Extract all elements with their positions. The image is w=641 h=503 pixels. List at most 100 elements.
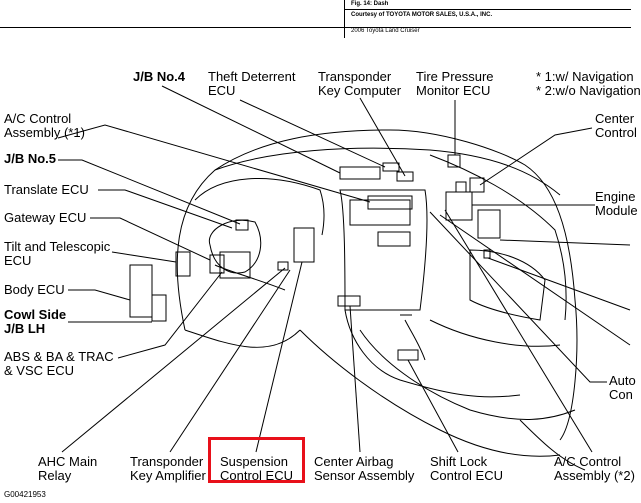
leader-ac-control (57, 124, 371, 203)
shift-lock-block (397, 349, 419, 361)
leader-transponder-amp (169, 269, 291, 453)
label-line: AHC Main (38, 454, 98, 469)
label-line: Con (609, 387, 633, 402)
label-line: Tire Pressure (416, 69, 494, 84)
theft-deterrent-ecu-block (382, 162, 400, 172)
figure-courtesy: Courtesy of TOYOTA MOTOR SALES, U.S.A., … (351, 12, 493, 18)
right-ecu-block (477, 209, 501, 239)
lower-trim (184, 329, 301, 348)
engine-module-block (445, 191, 473, 221)
leader-theft (239, 99, 386, 168)
leader-auto (429, 211, 607, 383)
label-line: & VSC ECU (4, 363, 75, 378)
leader-gateway (90, 217, 211, 261)
steering-column (214, 264, 286, 291)
instrument-cluster-hood (194, 178, 325, 236)
leader-jb-no4 (161, 85, 341, 174)
leader-right-1 (499, 239, 631, 246)
label-line: J/B LH (4, 321, 46, 336)
label-line: Control ECU (430, 468, 503, 483)
leader-suspension (255, 261, 303, 453)
label-translate-ecu: Translate ECU (4, 182, 89, 197)
dash-top-edge (214, 147, 561, 196)
jb-no5-block (367, 195, 413, 210)
leader-translate (98, 189, 233, 229)
label-line: Center (595, 111, 635, 126)
label-line: Shift Lock (430, 454, 488, 469)
steering-wheel (208, 219, 262, 274)
cowl-jb-block (151, 294, 167, 322)
figure-vehicle-model: 2006 Toyota Land Cruiser (351, 28, 420, 34)
shifter (400, 314, 426, 361)
leader-airbag (349, 305, 361, 453)
label-line: Engine (595, 189, 636, 204)
gateway-ecu-block (209, 254, 225, 274)
jb-no4-block (339, 166, 381, 180)
label-jb-no4: J/B No.4 (133, 69, 186, 84)
airbag-sensor-block (337, 295, 361, 307)
leader-right-3 (439, 214, 631, 346)
leader-lines (57, 85, 631, 453)
leader-ac-control2 (444, 209, 593, 453)
floor-line (299, 329, 561, 457)
label-line: Assembly (*1) (4, 125, 85, 140)
glovebox (469, 249, 546, 321)
label-line: Transponder (318, 69, 392, 84)
header-rule (345, 27, 631, 28)
passenger-dash (429, 154, 567, 321)
leader-tilt (111, 251, 177, 263)
label-notes: * 1:w/ Navigation* 2:w/o Navigation (536, 70, 641, 98)
leader-shiftlock (407, 359, 459, 453)
label-line: Relay (38, 468, 72, 483)
label-line: Monitor ECU (416, 83, 491, 98)
leader-center-control (479, 127, 593, 186)
transponder-key-computer-block (396, 171, 414, 182)
suspension-ecu-block (293, 227, 315, 263)
label-line: Control (595, 125, 637, 140)
label-line: Key Amplifier (130, 468, 206, 483)
label-line: Cowl Side (4, 307, 67, 322)
label-gateway-ecu: Gateway ECU (4, 210, 87, 225)
leader-right-2 (487, 257, 631, 311)
label-abs-ecu: ABS & BA & TRAC& VSC ECU (4, 350, 114, 378)
label-line: Suspension (220, 454, 288, 469)
label-line: * 2:w/o Navigation (536, 83, 641, 98)
label-line: ECU (4, 253, 32, 268)
transponder-amp-block (277, 261, 289, 271)
label-line: Sensor Assembly (314, 468, 415, 483)
leader-jb-no5 (58, 159, 241, 225)
label-line: Assembly (*2) (554, 468, 635, 483)
right-small-block (483, 249, 491, 259)
console (344, 309, 521, 398)
label-line: Module (595, 203, 638, 218)
label-jb-no5: J/B No.5 (4, 151, 57, 166)
leader-body (68, 289, 131, 301)
figure-caption: Fig. 14: Dash (351, 1, 389, 7)
label-line: Tilt and Telescopic (4, 239, 111, 254)
label-line: ABS & BA & TRAC (4, 349, 114, 364)
label-line: A/C Control (4, 111, 72, 126)
label-line: Control ECU (220, 468, 293, 483)
leader-ahc (61, 267, 286, 453)
body-ecu-block (129, 264, 153, 318)
label-line: A/C Control (554, 454, 622, 469)
label-line: Auto (609, 373, 636, 388)
leader-transponder-computer (359, 97, 406, 177)
label-body-ecu: Body ECU (4, 282, 65, 297)
center-stack (339, 189, 428, 311)
kick-panel (519, 419, 586, 471)
highlight-box-suspension-control-ecu (208, 437, 305, 483)
